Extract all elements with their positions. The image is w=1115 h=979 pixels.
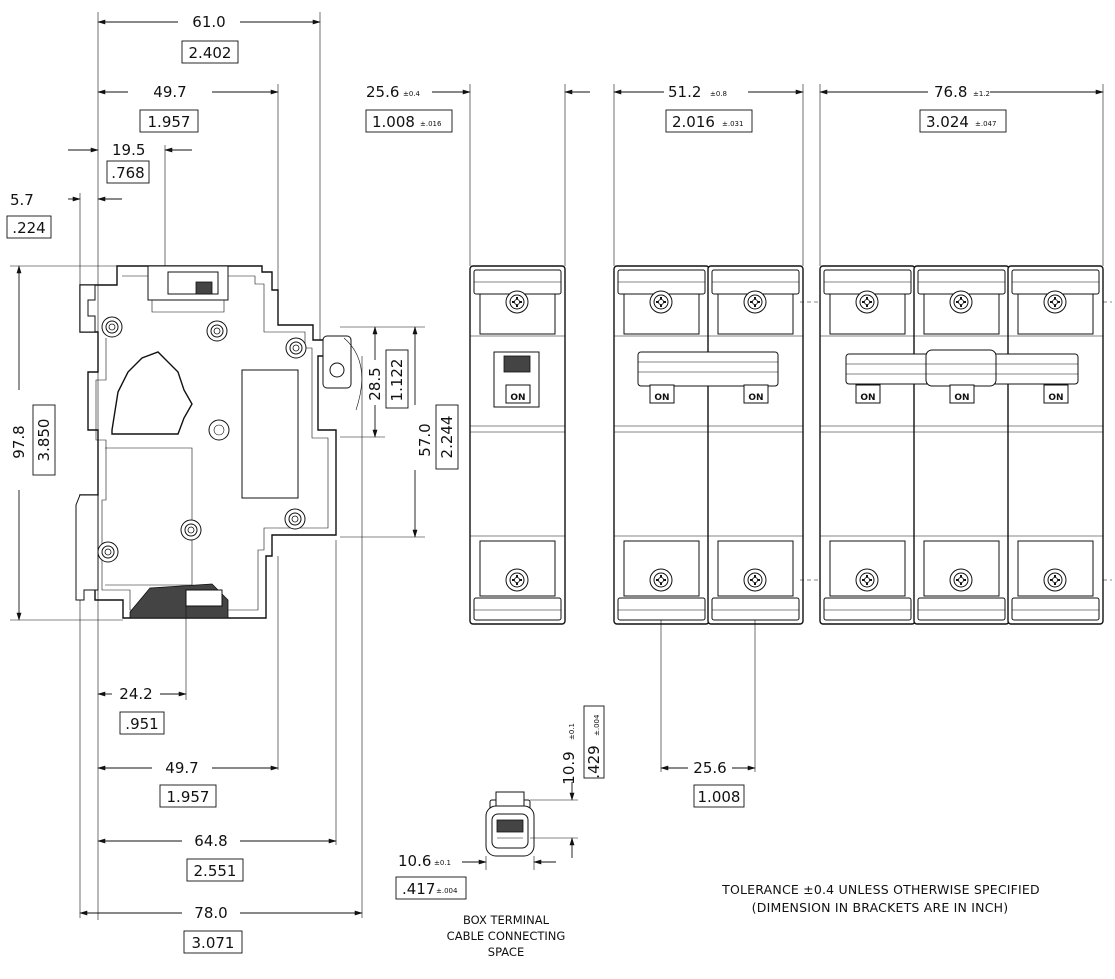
dim-97-8-mm: 97.8 xyxy=(10,425,28,458)
dim-78-0-inch: 3.071 xyxy=(192,934,235,952)
dim-pole2-mm: 51.2 xyxy=(668,83,701,101)
dim-pole2-mm-tol: ±0.8 xyxy=(710,90,727,98)
dim-pole1-inch: 1.008 xyxy=(372,113,415,131)
dim-28-5-inch: 1.122 xyxy=(388,359,406,402)
dim-49-7-top-inch: 1.957 xyxy=(148,113,191,131)
dim-pole3-mm: 76.8 xyxy=(934,83,967,101)
dim-64-8-mm: 64.8 xyxy=(194,832,227,850)
dim-terminal-height-mm: 10.9 xyxy=(560,751,578,784)
dim-pole1-mm: 25.6 xyxy=(366,83,399,101)
dim-terminal-height-mm-tol: ±0.1 xyxy=(568,723,576,740)
dim-terminal-height-inch: .429 xyxy=(585,745,603,778)
switch-label-3c: ON xyxy=(1048,393,1063,403)
caption-line-3: SPACE xyxy=(488,945,524,959)
switch-label-2a: ON xyxy=(654,393,669,403)
dim-49-7-bottom-mm: 49.7 xyxy=(165,759,198,777)
side-dimension-labels: 61.0 2.402 49.7 1.957 19.5 .768 5.7 .224… xyxy=(6,13,459,954)
dim-24-2-mm: 24.2 xyxy=(119,685,152,703)
tolerance-notes: TOLERANCE ±0.4 UNLESS OTHERWISE SPECIFIE… xyxy=(721,882,1040,915)
dim-24-2-inch: .951 xyxy=(125,715,158,733)
dim-61-0-mm: 61.0 xyxy=(192,13,225,31)
dim-pole2-inch-tol: ±.031 xyxy=(722,120,743,128)
dim-78-0-mm: 78.0 xyxy=(194,904,227,922)
dim-19-5-mm: 19.5 xyxy=(112,141,145,159)
front-dimension-lines xyxy=(432,84,1104,772)
dim-61-0-inch: 2.402 xyxy=(189,44,232,62)
switch-label-1: ON xyxy=(510,393,525,403)
dim-pitch-mm: 25.6 xyxy=(693,759,726,777)
dim-pole3-inch: 3.024 xyxy=(926,113,969,131)
note-line-2: (DIMENSION IN BRACKETS ARE IN INCH) xyxy=(752,900,1009,915)
dim-terminal-width-inch: .417 xyxy=(402,880,435,898)
switch-label-3a: ON xyxy=(860,393,875,403)
dim-28-5-mm: 28.5 xyxy=(366,367,384,400)
dim-pitch-inch: 1.008 xyxy=(698,788,741,806)
dim-64-8-inch: 2.551 xyxy=(194,862,237,880)
dim-terminal-width-mm: 10.6 xyxy=(398,852,431,870)
dim-19-5-inch: .768 xyxy=(111,164,144,182)
dim-terminal-width-mm-tol: ±0.1 xyxy=(434,859,451,867)
side-extension-lines xyxy=(10,12,425,920)
dim-pole2-inch: 2.016 xyxy=(672,113,715,131)
box-terminal-detail: 10.9 ±0.1 .429 ±.004 10.6 ±0.1 .417 ±.00… xyxy=(395,705,605,959)
dim-97-8-inch: 3.850 xyxy=(35,419,53,462)
dim-49-7-bottom-inch: 1.957 xyxy=(167,788,210,806)
switch-label-3b: ON xyxy=(954,393,969,403)
dim-pole1-mm-tol: ±0.4 xyxy=(403,90,421,98)
dim-57-0-inch: 2.244 xyxy=(438,416,456,459)
dim-57-0-mm: 57.0 xyxy=(416,423,434,456)
dim-5-7-mm: 5.7 xyxy=(10,191,34,209)
caption-line-1: BOX TERMINAL xyxy=(463,913,550,927)
front-dimension-labels: 25.6 ±0.4 1.008 ±.016 51.2 ±0.8 2.016 ±.… xyxy=(365,83,1007,808)
side-view xyxy=(75,265,363,619)
front-view-1-pole: ON xyxy=(469,265,566,625)
dim-pole1-inch-tol: ±.016 xyxy=(420,120,442,128)
dim-terminal-width-inch-tol: ±.004 xyxy=(436,887,458,895)
caption-line-2: CABLE CONNECTING xyxy=(447,929,566,943)
side-dimension-lines xyxy=(16,19,418,916)
front-view-2-pole: ON ON xyxy=(613,265,804,625)
dim-pole3-mm-tol: ±1.2 xyxy=(973,90,990,98)
dim-pole3-inch-tol: ±.047 xyxy=(975,120,996,128)
note-line-1: TOLERANCE ±0.4 UNLESS OTHERWISE SPECIFIE… xyxy=(721,882,1040,897)
front-view-3-pole: ON ON ON xyxy=(800,265,1112,625)
dim-terminal-height-inch-tol: ±.004 xyxy=(593,714,601,736)
switch-label-2b: ON xyxy=(748,393,763,403)
dim-5-7-inch: .224 xyxy=(12,219,45,237)
dim-49-7-top-mm: 49.7 xyxy=(153,83,186,101)
